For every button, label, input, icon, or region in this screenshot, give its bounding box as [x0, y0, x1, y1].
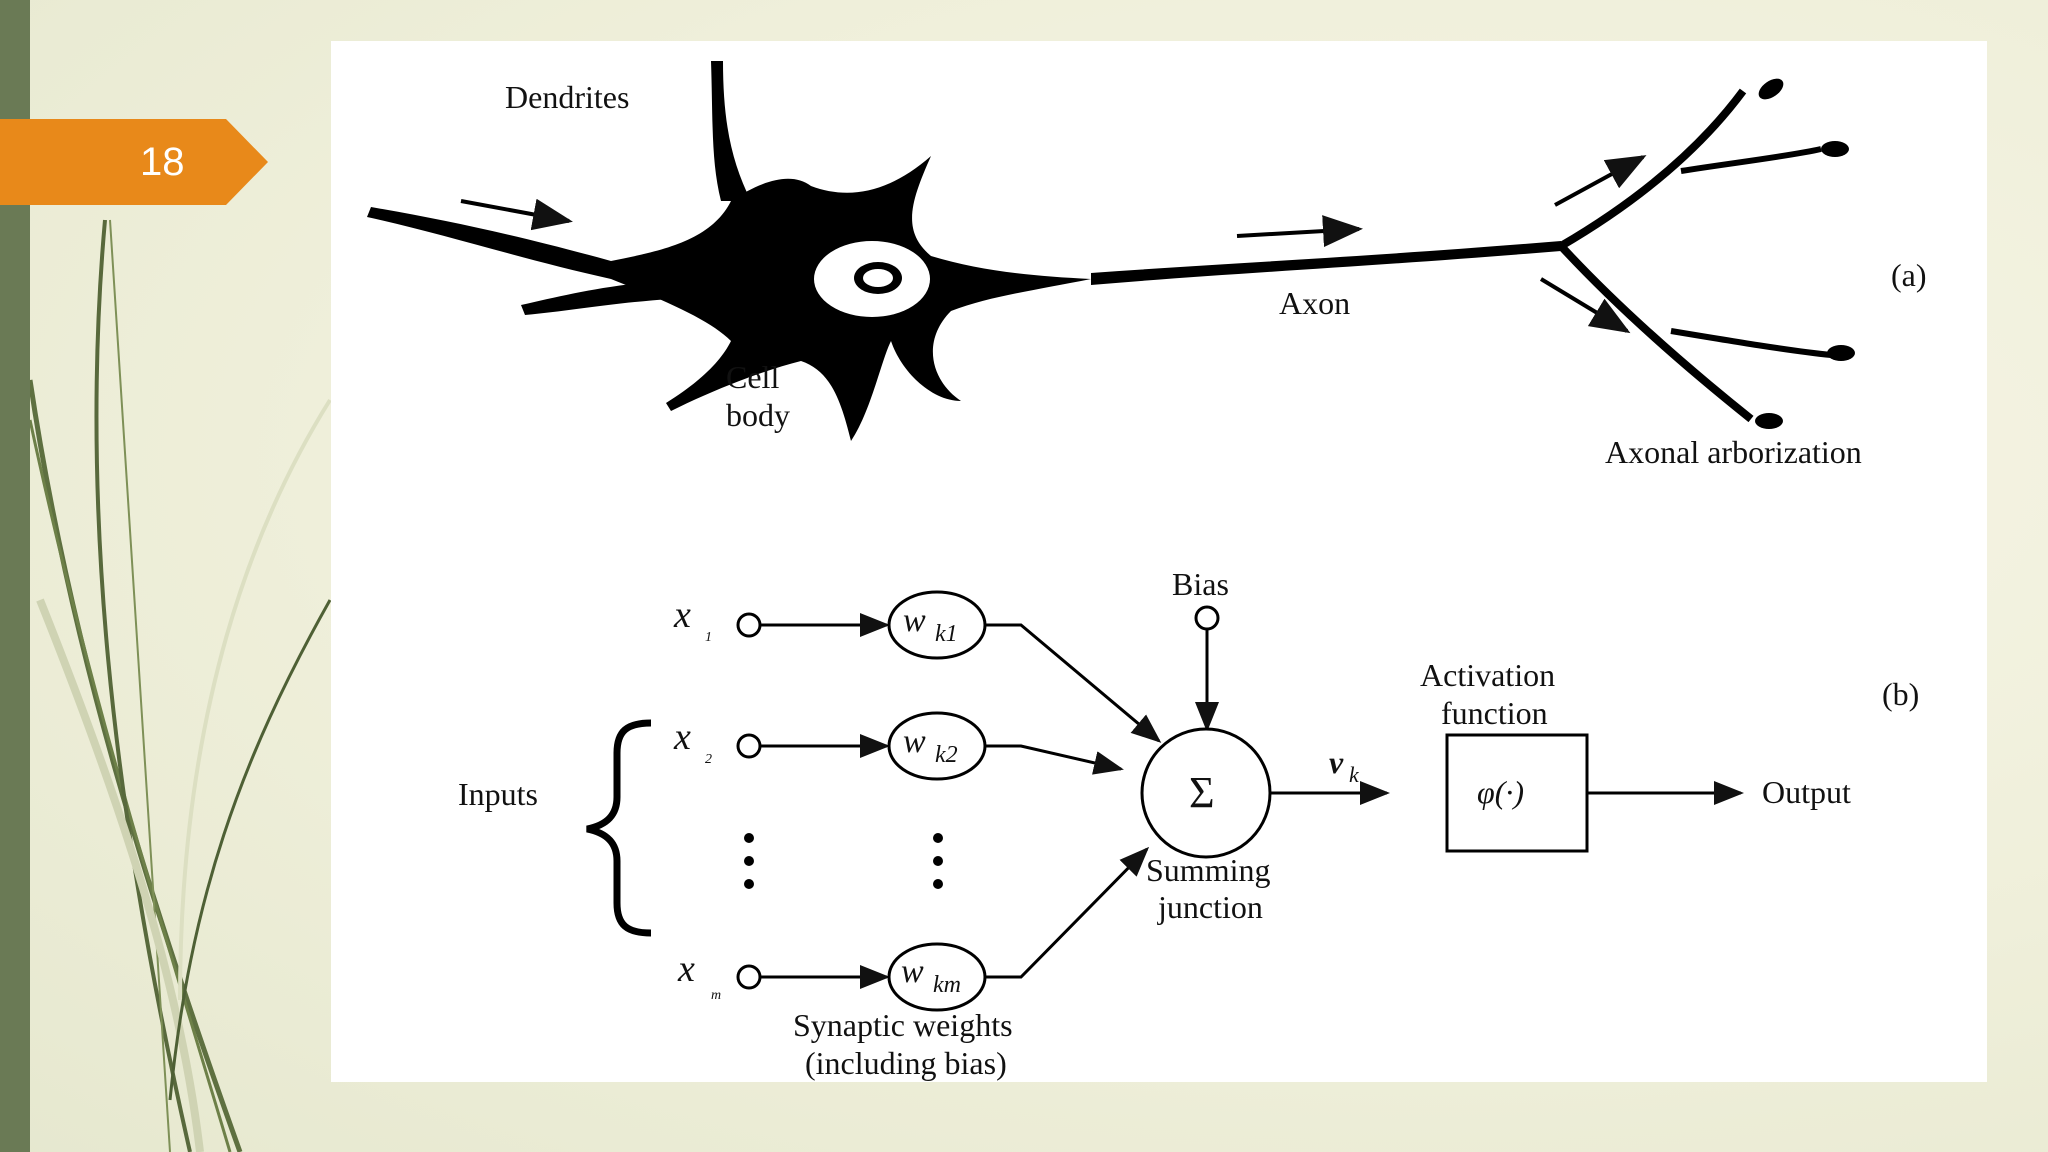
- dendrite-branch: [367, 207, 611, 279]
- axonal-arborization: [1558, 78, 1855, 429]
- summing-label-line1: Summing: [1146, 852, 1270, 888]
- dendrite-branch: [521, 281, 671, 315]
- signal-arrow: [1539, 277, 1631, 334]
- cell-body-label-line2: body: [726, 397, 790, 433]
- dendrite-branch: [711, 61, 751, 201]
- synaptic-label-line2: (including bias): [805, 1045, 1007, 1081]
- weight-k1-symbol: w: [903, 602, 926, 639]
- figure-a-label: (a): [1891, 257, 1927, 293]
- connection-arrow: [985, 846, 1150, 979]
- input-xm-symbol: x: [677, 948, 695, 990]
- weight-km-symbol: w: [901, 953, 924, 990]
- induced-field-symbol: v: [1329, 744, 1344, 780]
- input-node: [736, 964, 762, 990]
- inputs-label: Inputs: [458, 776, 538, 812]
- axon: [1091, 241, 1561, 285]
- biological-neuron-diagram: Dendrites Cell body Axon Axonal arboriza…: [367, 61, 1927, 470]
- figure-panel: Dendrites Cell body Axon Axonal arboriza…: [331, 41, 1987, 1082]
- summing-label-line2: junction: [1157, 889, 1263, 925]
- summing-symbol: Σ: [1189, 768, 1215, 817]
- cell-body-label-line1: Cell: [726, 359, 779, 395]
- weight-k1-subscript: k1: [935, 621, 958, 647]
- signal-arrow: [460, 198, 573, 231]
- signal-arrow: [1554, 155, 1647, 207]
- input-x2-subscript: 2: [705, 752, 712, 767]
- slide-number-arrow-shape: [0, 119, 268, 205]
- signal-arrow: [1236, 215, 1363, 248]
- activation-label-line2: function: [1441, 695, 1548, 731]
- input-x2-symbol: x: [673, 716, 691, 758]
- bias-node: [1194, 605, 1220, 631]
- synaptic-label-line1: Synaptic weights: [793, 1007, 1013, 1043]
- input-node: [736, 733, 762, 759]
- slide-number-tab: 18: [0, 119, 268, 205]
- bias-label: Bias: [1172, 566, 1229, 602]
- connection-arrow: [985, 623, 1162, 743]
- figure-b-label: (b): [1882, 676, 1919, 712]
- input-x1-symbol: x: [673, 594, 691, 636]
- input-xm-subscript: m: [711, 988, 721, 1003]
- input-node: [736, 612, 762, 638]
- weight-k2-symbol: w: [903, 723, 926, 760]
- induced-field-subscript: k: [1349, 762, 1360, 787]
- neuron-figure: Dendrites Cell body Axon Axonal arboriza…: [367, 61, 1927, 1081]
- inputs-brace: [586, 719, 652, 937]
- slide-number: 18: [140, 140, 185, 184]
- dendrites-label: Dendrites: [505, 79, 629, 115]
- axonal-arborization-label: Axonal arborization: [1605, 434, 1862, 470]
- input-x1-subscript: 1: [705, 630, 712, 645]
- activation-symbol: φ(·): [1477, 774, 1524, 810]
- connection-arrow: [985, 744, 1124, 775]
- weight-k2-subscript: k2: [935, 742, 958, 768]
- output-label: Output: [1762, 774, 1851, 810]
- activation-label-line1: Activation: [1420, 657, 1555, 693]
- weight-km-subscript: km: [933, 972, 961, 998]
- axon-label: Axon: [1279, 285, 1350, 321]
- vertical-ellipsis: [744, 833, 943, 889]
- artificial-neuron-diagram: Inputs x 1 w k1 x 2 w k2: [458, 566, 1919, 1081]
